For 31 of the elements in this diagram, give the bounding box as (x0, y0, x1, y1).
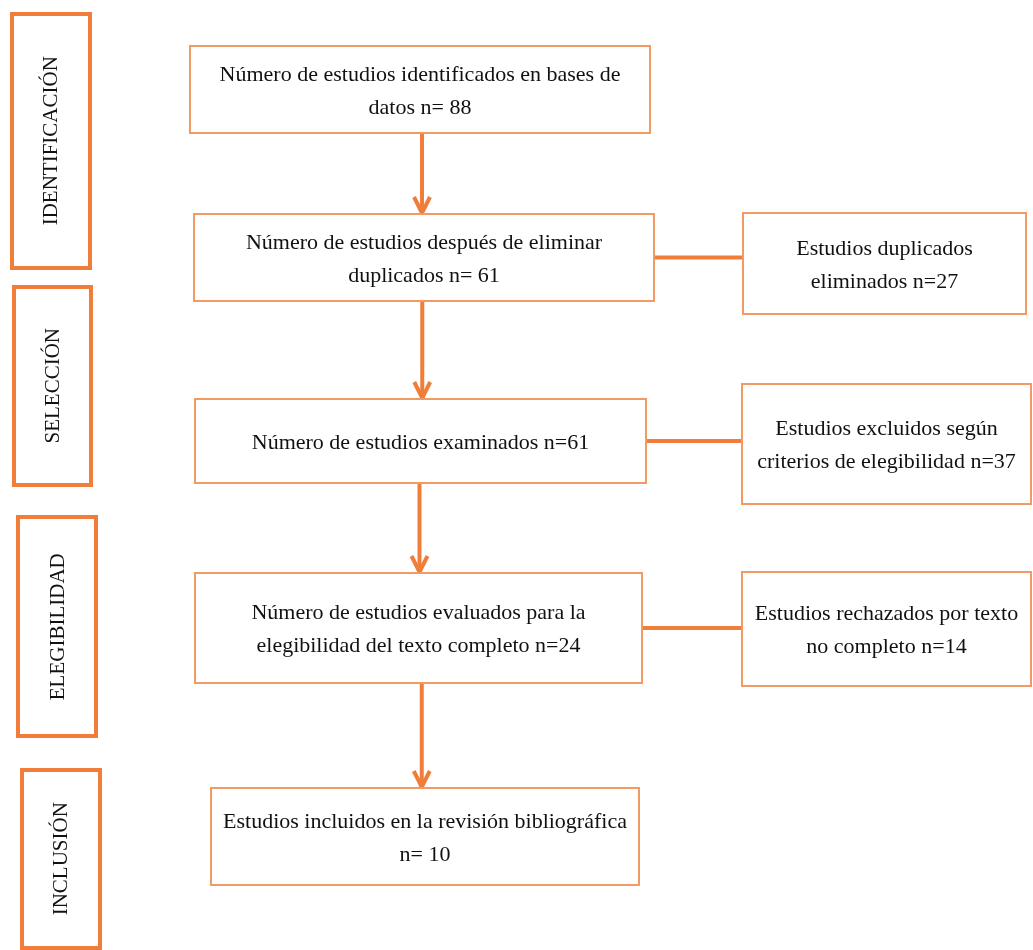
box-text: Número de estudios evaluados para la elegibilidad del texto completo n=24 (250, 598, 587, 659)
box-text: Número de estudios identificados en bases de datos n= 88 (218, 59, 622, 121)
box-text: Estudios excluidos según criterios de elegibilidad n=37 (756, 414, 1017, 475)
process-box (189, 45, 651, 134)
process-box (742, 212, 1027, 315)
box-text: Estudios incluidos en la revisión bibliográfica n= 10 (222, 806, 628, 868)
stage-box (20, 768, 102, 950)
process-box (741, 571, 1032, 687)
arrow (412, 134, 432, 215)
stage-label: IDENTIFICACIÓN (37, 56, 64, 226)
stage-label: SELECCIÓN (38, 328, 65, 444)
stage-box (12, 285, 93, 487)
connector-line (655, 255, 742, 260)
arrow (411, 684, 432, 789)
box-text: Estudios rechazados por texto no completo n=14 (753, 599, 1020, 660)
arrow (412, 302, 433, 400)
stage-box (10, 12, 92, 270)
process-box (194, 398, 647, 484)
arrow (409, 484, 430, 574)
stage-label: ELEGIBILIDAD (43, 553, 70, 700)
process-box (194, 572, 643, 684)
process-box (193, 213, 655, 302)
process-box (741, 383, 1032, 505)
connector-line (643, 626, 741, 630)
process-box (210, 787, 640, 886)
stage-label: INCLUSIÓN (47, 802, 74, 916)
box-text: Estudios duplicados eliminados n=27 (795, 233, 974, 295)
connector-line (647, 439, 741, 443)
stage-box (16, 515, 98, 738)
box-text: Número de estudios después de eliminar duplicados n= 61 (244, 227, 604, 289)
box-text: Número de estudios examinados n=61 (251, 427, 590, 456)
